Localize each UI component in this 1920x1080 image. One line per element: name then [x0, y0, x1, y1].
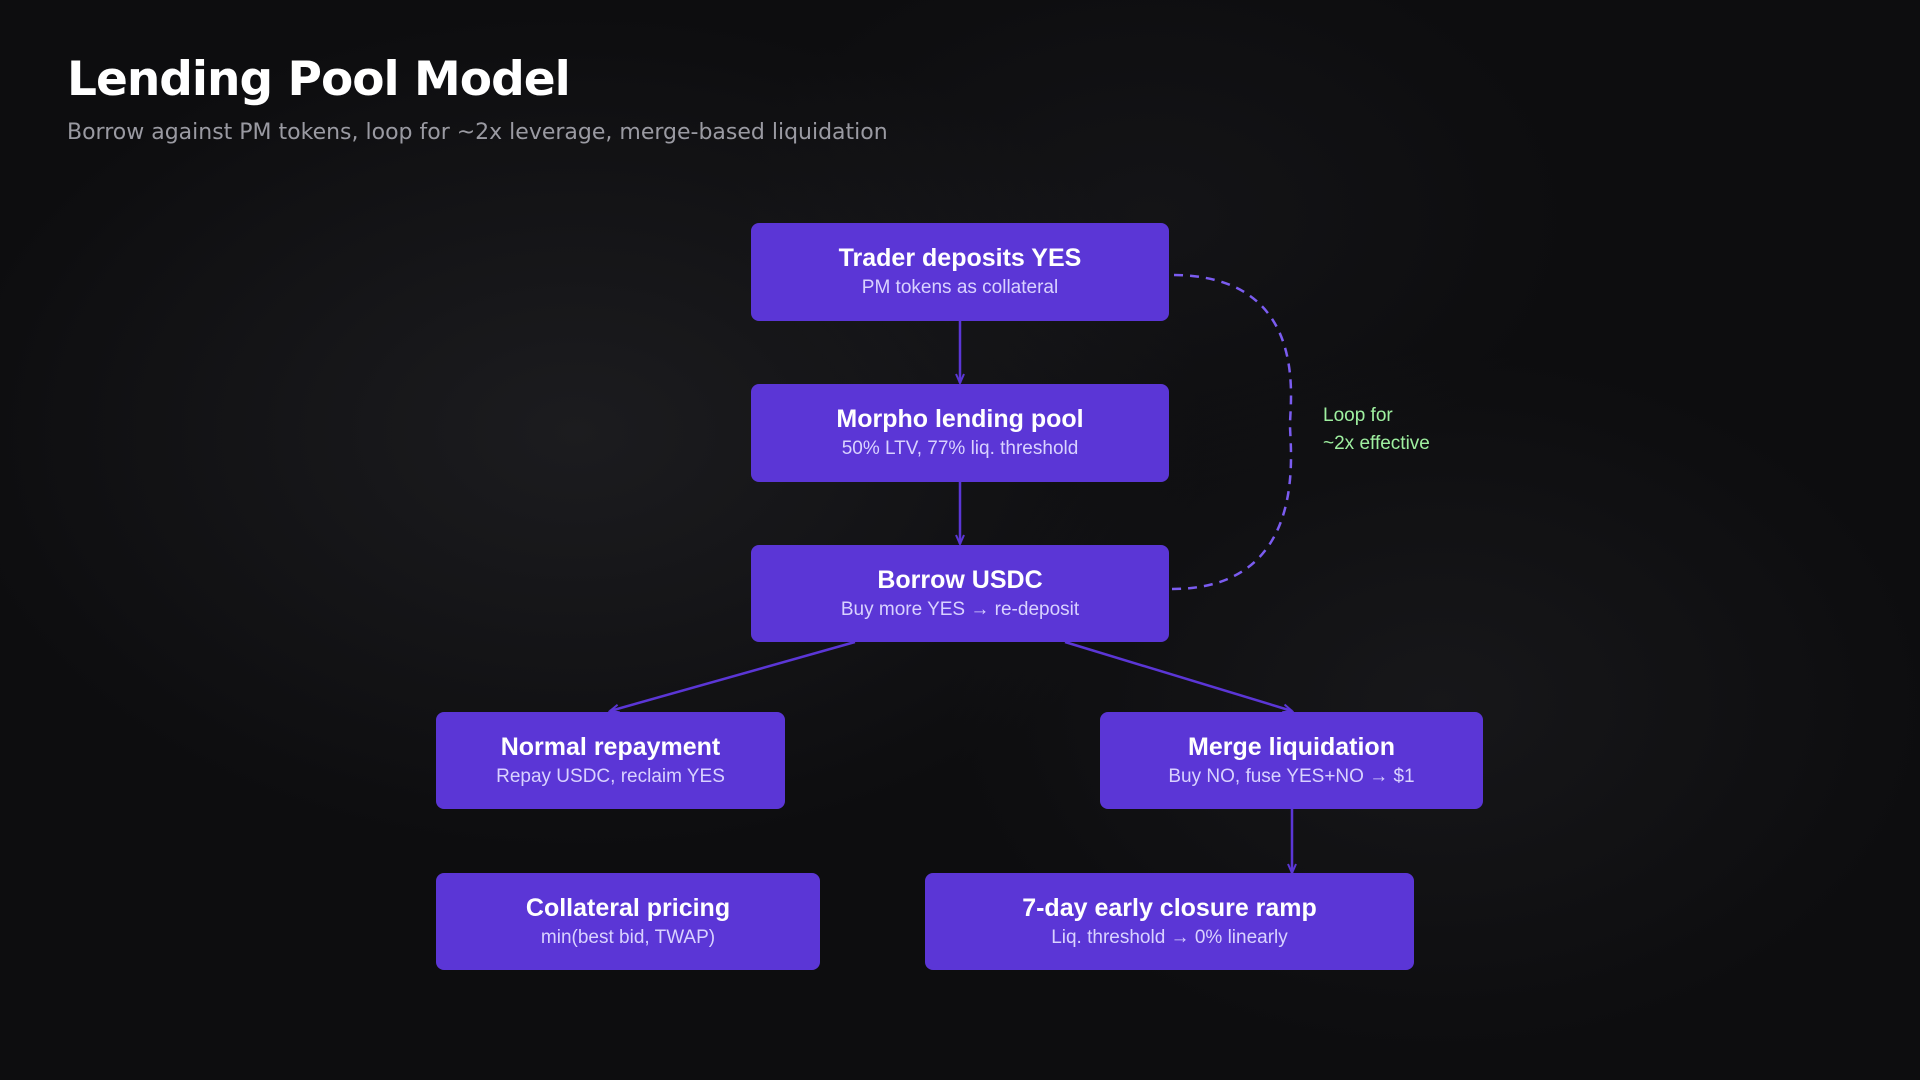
node-trader-deposits: Trader deposits YES PM tokens as collate… [751, 223, 1169, 321]
node-early-closure-ramp: 7-day early closure ramp Liq. threshold … [925, 873, 1414, 970]
node-subtitle: min(best bid, TWAP) [540, 926, 716, 948]
node-merge-liquidation: Merge liquidation Buy NO, fuse YES+NO → … [1100, 712, 1483, 809]
loop-annotation: Loop for ~2x effective [1323, 402, 1430, 458]
loop-dashed-arc [1171, 273, 1293, 591]
node-title: 7-day early closure ramp [1022, 893, 1317, 922]
arrow-borrow-to-repay [610, 640, 856, 711]
page-subtitle: Borrow against PM tokens, loop for ~2x l… [67, 120, 888, 145]
page-title: Lending Pool Model [67, 52, 571, 107]
node-borrow-usdc: Borrow USDC Buy more YES → re-deposit [751, 545, 1169, 642]
node-normal-repayment: Normal repayment Repay USDC, reclaim YES [436, 712, 785, 809]
node-title: Morpho lending pool [836, 405, 1084, 433]
loop-annotation-line2: ~2x effective [1323, 433, 1430, 454]
node-subtitle: Buy NO, fuse YES+NO → $1 [1168, 765, 1415, 787]
node-subtitle: Liq. threshold → 0% linearly [1051, 926, 1288, 948]
node-subtitle: Buy more YES → re-deposit [840, 598, 1080, 620]
node-subtitle: Repay USDC, reclaim YES [496, 765, 725, 787]
node-title: Trader deposits YES [838, 244, 1082, 272]
node-subtitle: PM tokens as collateral [861, 277, 1059, 298]
node-subtitle: 50% LTV, 77% liq. threshold [841, 438, 1079, 459]
node-title: Merge liquidation [1188, 732, 1395, 761]
node-collateral-pricing: Collateral pricing min(best bid, TWAP) [436, 873, 820, 970]
node-morpho-pool: Morpho lending pool 50% LTV, 77% liq. th… [751, 384, 1169, 482]
arrow-borrow-to-merge [1064, 640, 1292, 711]
node-title: Normal repayment [500, 732, 721, 761]
node-title: Borrow USDC [877, 565, 1043, 594]
loop-annotation-line1: Loop for [1323, 405, 1393, 426]
node-title: Collateral pricing [525, 893, 731, 922]
